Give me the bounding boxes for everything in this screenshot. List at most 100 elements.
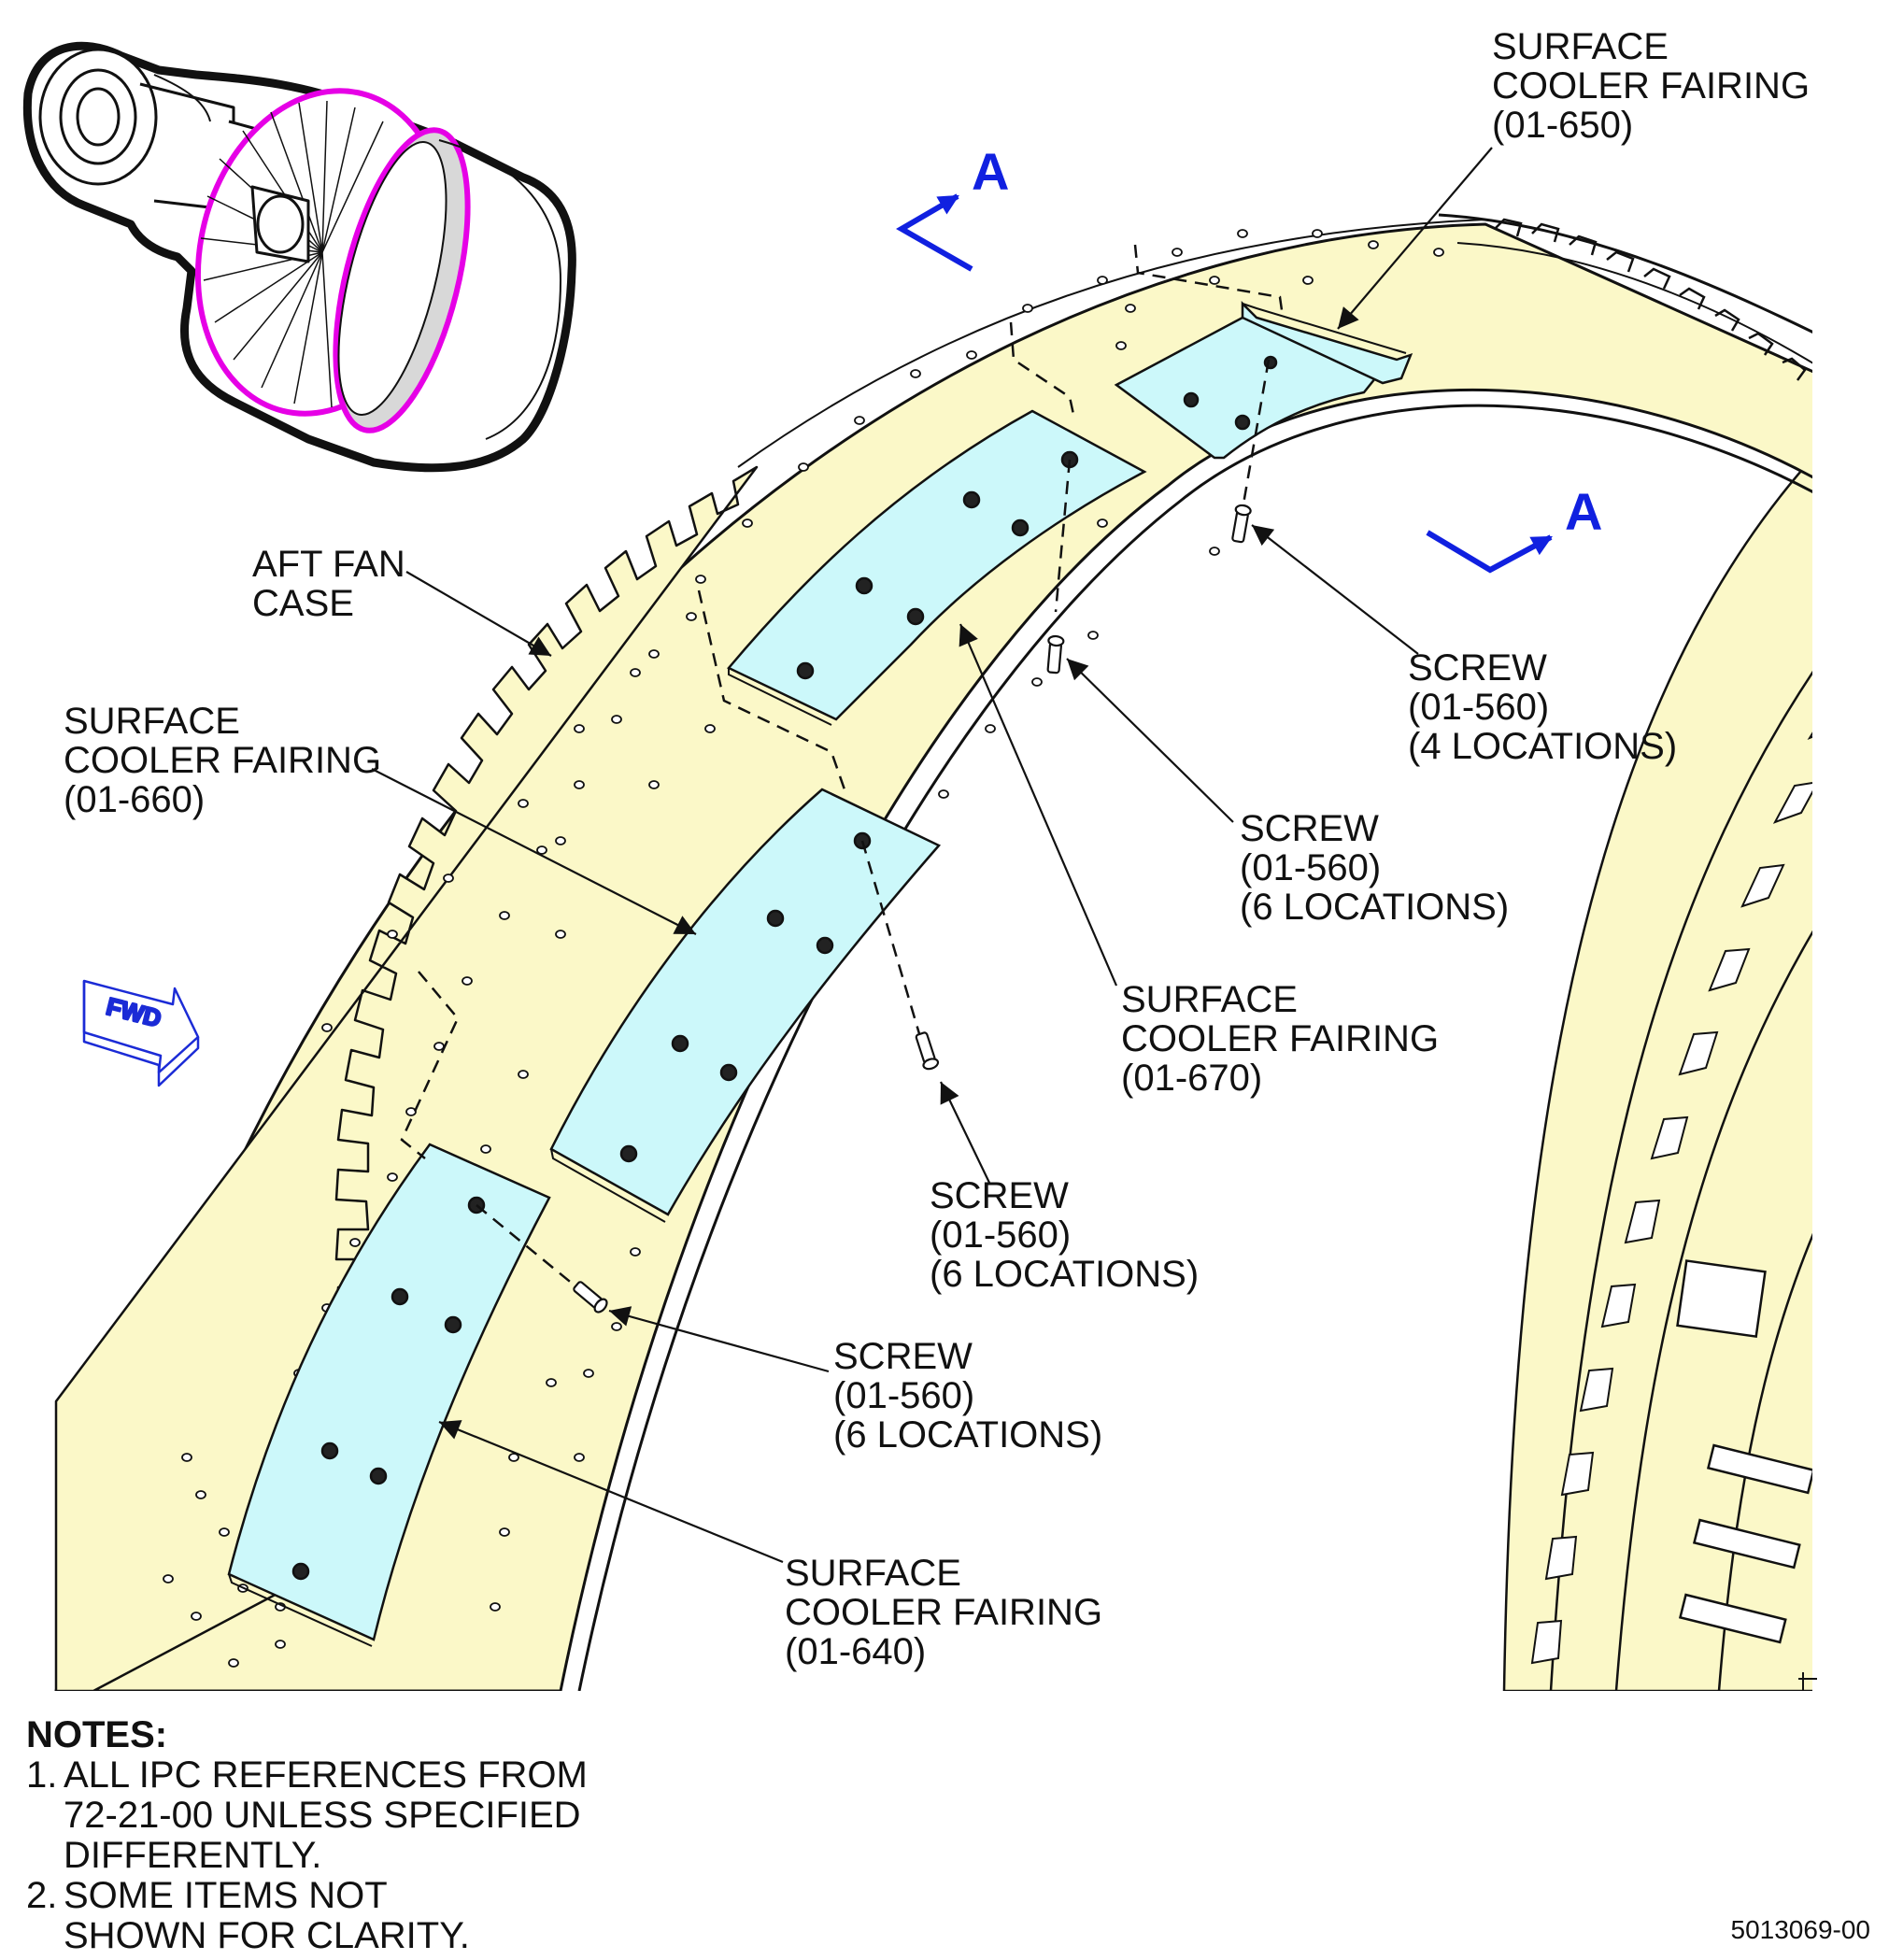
screw-icon: [915, 1031, 940, 1071]
hole: [574, 724, 585, 733]
drawing-number: 5013069-00: [1730, 1915, 1870, 1944]
registration-tick: [1798, 1672, 1817, 1691]
svg-text:CASE: CASE: [252, 583, 354, 624]
surface-cooler-fairing-670: [727, 409, 1147, 726]
svg-text:(01-640): (01-640): [785, 1631, 926, 1672]
hole: [1433, 248, 1444, 257]
hole: [1087, 631, 1099, 640]
hole: [1097, 276, 1108, 285]
hole: [181, 1453, 192, 1462]
svg-text:SCREW: SCREW: [930, 1175, 1069, 1216]
hole: [1209, 547, 1220, 556]
engine-locator-icon: [22, 41, 576, 473]
callout-screw-6-locations-b: SCREW (01-560) (6 LOCATIONS): [930, 1175, 1199, 1295]
svg-text:A: A: [972, 142, 1009, 201]
hole: [195, 1490, 206, 1499]
hole: [854, 416, 865, 425]
hole: [1302, 276, 1314, 285]
hole: [499, 911, 510, 920]
svg-text:(01-660): (01-660): [64, 779, 205, 820]
svg-text:(6 LOCATIONS): (6 LOCATIONS): [833, 1414, 1102, 1456]
svg-text:SCREW: SCREW: [833, 1336, 973, 1377]
svg-text:(01-560): (01-560): [1408, 687, 1549, 728]
hole: [191, 1612, 202, 1621]
hole: [163, 1574, 174, 1584]
callout-screw-6-locations-c: SCREW (01-560) (6 LOCATIONS): [833, 1336, 1102, 1456]
callout-fairing-650: SURFACE COOLER FAIRING (01-650): [1492, 26, 1810, 146]
screw-icon: [1231, 504, 1252, 544]
hole: [695, 575, 706, 584]
hole: [405, 1107, 417, 1116]
hole: [1125, 304, 1136, 313]
callout-fairing-660: SURFACE COOLER FAIRING (01-660): [64, 701, 381, 820]
svg-text:COOLER FAIRING: COOLER FAIRING: [785, 1592, 1102, 1633]
hole: [574, 1453, 585, 1462]
svg-text:SURFACE: SURFACE: [1492, 26, 1669, 67]
svg-text:(6 LOCATIONS): (6 LOCATIONS): [930, 1254, 1199, 1295]
hole: [1031, 677, 1043, 687]
svg-text:COOLER FAIRING: COOLER FAIRING: [1492, 65, 1810, 107]
hole: [1237, 229, 1248, 238]
svg-text:(01-560): (01-560): [833, 1375, 974, 1416]
note-item: 1. ALL IPC REFERENCES FROM 72-21-00 UNLE…: [26, 1754, 588, 1876]
hole: [611, 715, 622, 724]
hole: [275, 1640, 286, 1649]
hole: [583, 1369, 594, 1378]
hole: [611, 1322, 622, 1331]
hole: [387, 1172, 398, 1182]
hole: [518, 799, 529, 808]
explode-lines: [400, 244, 1284, 1290]
svg-text:SURFACE: SURFACE: [785, 1553, 961, 1594]
hole: [546, 1378, 557, 1387]
screw-icon: [1046, 634, 1065, 675]
hole: [1097, 518, 1108, 528]
hole: [1022, 304, 1033, 313]
svg-text:(6 LOCATIONS): (6 LOCATIONS): [1240, 887, 1509, 928]
svg-text:A: A: [1565, 482, 1602, 541]
hole: [938, 789, 949, 799]
hole: [321, 1023, 333, 1032]
svg-text:(01-560): (01-560): [930, 1214, 1071, 1256]
svg-text:SCREW: SCREW: [1408, 647, 1547, 689]
svg-text:COOLER FAIRING: COOLER FAIRING: [64, 740, 381, 781]
svg-text:COOLER FAIRING: COOLER FAIRING: [1121, 1018, 1439, 1059]
hole: [555, 930, 566, 939]
hole: [704, 724, 716, 733]
svg-text:(4 LOCATIONS): (4 LOCATIONS): [1408, 726, 1677, 767]
hole: [1115, 341, 1127, 350]
hole: [387, 930, 398, 939]
hole: [490, 1602, 501, 1612]
hole: [648, 649, 660, 659]
hole: [742, 518, 753, 528]
hole: [630, 668, 641, 677]
section-a-right-marker: A: [1426, 482, 1602, 574]
hole: [966, 350, 977, 360]
notes-title: NOTES:: [26, 1714, 168, 1755]
hole: [508, 1453, 519, 1462]
hole: [1312, 229, 1323, 238]
svg-text:(01-560): (01-560): [1240, 847, 1381, 888]
note-item: 2. SOME ITEMS NOT SHOWN FOR CLARITY.: [26, 1875, 470, 1956]
hole: [480, 1144, 491, 1154]
hole: [443, 873, 454, 883]
hole: [985, 724, 996, 733]
screws: [573, 504, 1252, 1314]
hole: [1368, 240, 1379, 249]
hole: [1172, 248, 1183, 257]
svg-text:AFT FAN: AFT FAN: [252, 544, 405, 585]
hole: [574, 780, 585, 789]
svg-text:SURFACE: SURFACE: [1121, 979, 1298, 1020]
hole: [536, 845, 547, 855]
hole: [228, 1658, 239, 1668]
hole: [1209, 276, 1220, 285]
callout-fairing-640: SURFACE COOLER FAIRING (01-640): [785, 1553, 1102, 1672]
svg-text:SCREW: SCREW: [1240, 808, 1379, 849]
callout-screw-4-locations: SCREW (01-560) (4 LOCATIONS): [1408, 647, 1677, 767]
hole: [499, 1527, 510, 1537]
leader-lines: [371, 147, 1493, 1564]
surface-cooler-fairing-640: [227, 1143, 551, 1647]
hole: [798, 462, 809, 472]
callout-screw-6-locations-a: SCREW (01-560) (6 LOCATIONS): [1240, 808, 1509, 928]
surface-cooler-fairing-660: [549, 788, 942, 1223]
